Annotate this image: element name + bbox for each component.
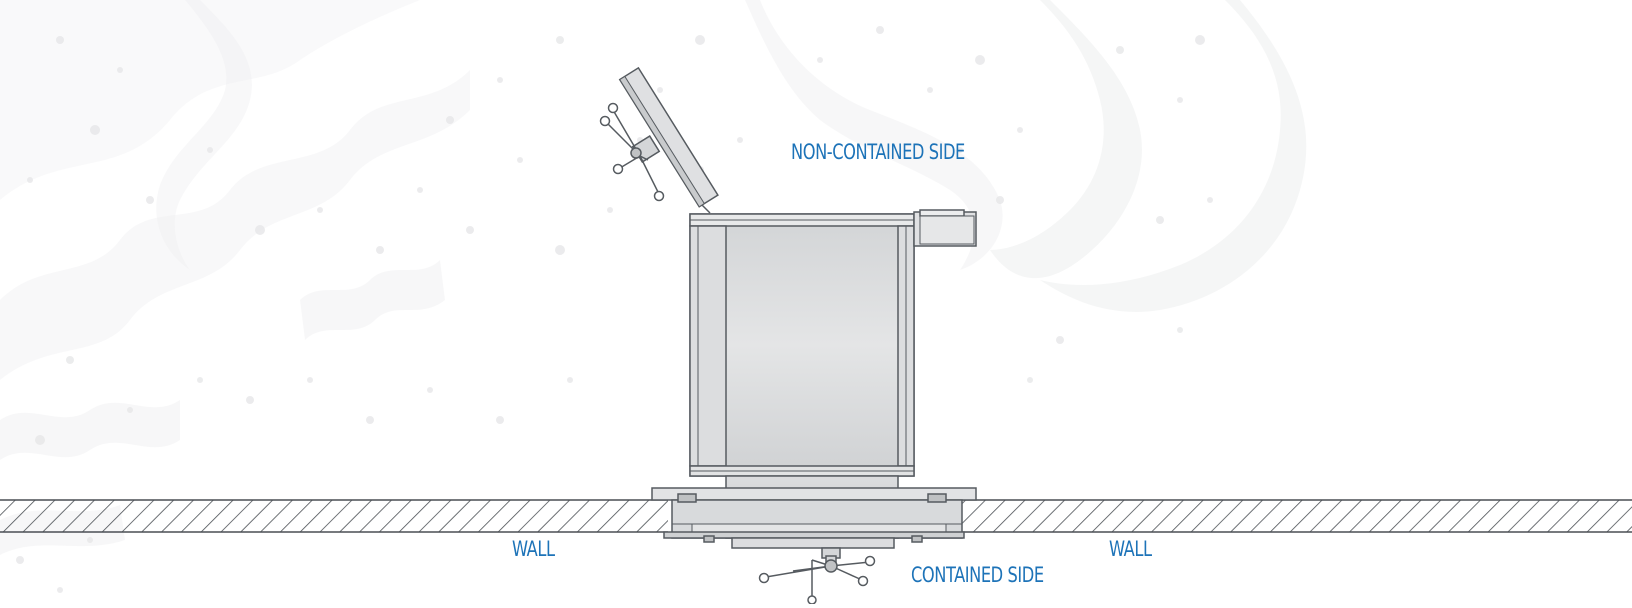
- non-contained-side-label: NON-CONTAINED SIDE: [791, 140, 965, 164]
- wall-left: [0, 499, 668, 533]
- water-splash-background: [16, 0, 1213, 593]
- wall-left-label: WALL: [512, 537, 555, 561]
- wall-right-label: WALL: [1109, 537, 1152, 561]
- open-lid: [618, 66, 719, 208]
- bottom-handwheel: [758, 547, 876, 605]
- bottom-plate: [731, 537, 895, 549]
- lid-handwheel: [599, 102, 665, 202]
- main-body: [689, 213, 915, 477]
- wall-right: [952, 499, 1632, 533]
- pass-through-unit: [599, 66, 977, 605]
- contained-side-label: CONTAINED SIDE: [911, 563, 1044, 587]
- flange-bolts: [677, 493, 947, 543]
